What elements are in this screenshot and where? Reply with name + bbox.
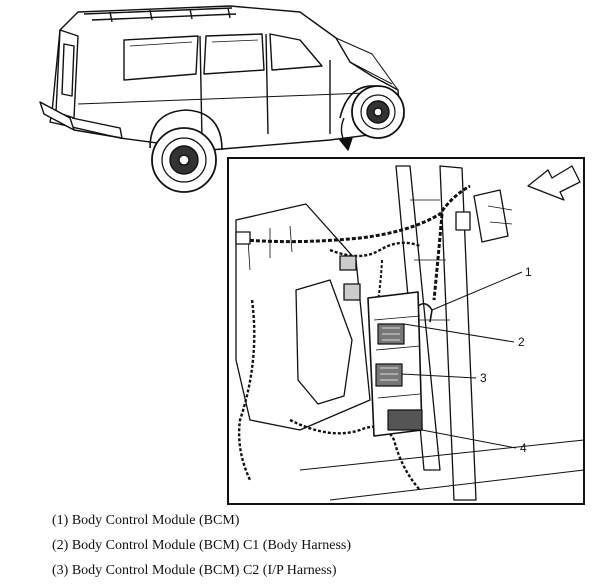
- detail-view-illustration: [235, 165, 585, 501]
- callout-3: 3: [480, 371, 487, 385]
- callout-1: 1: [525, 265, 532, 279]
- callout-leader-3: [401, 373, 477, 379]
- callout-4: 4: [520, 441, 527, 455]
- legend-item-bcm-c1: (2) Body Control Module (BCM) C1 (Body H…: [52, 538, 352, 553]
- component-legend: (1) Body Control Module (BCM) (2) Body C…: [52, 508, 592, 583]
- bcm-location-diagram: 1 2 3 4: [39, 5, 585, 505]
- callout-2: 2: [518, 335, 525, 349]
- legend-item-bcm-c2: (3) Body Control Module (BCM) C2 (I/P Ha…: [52, 563, 337, 578]
- callout-leader-1: [431, 271, 523, 311]
- legend-item-bcm: (1) Body Control Module (BCM): [52, 513, 240, 528]
- callout-labels: 1 2 3 4: [480, 265, 532, 455]
- callout-leader-2: [403, 323, 515, 343]
- vehicle-illustration: [39, 5, 405, 193]
- callout-leaders: [401, 271, 523, 449]
- callout-leader-4: [421, 429, 517, 449]
